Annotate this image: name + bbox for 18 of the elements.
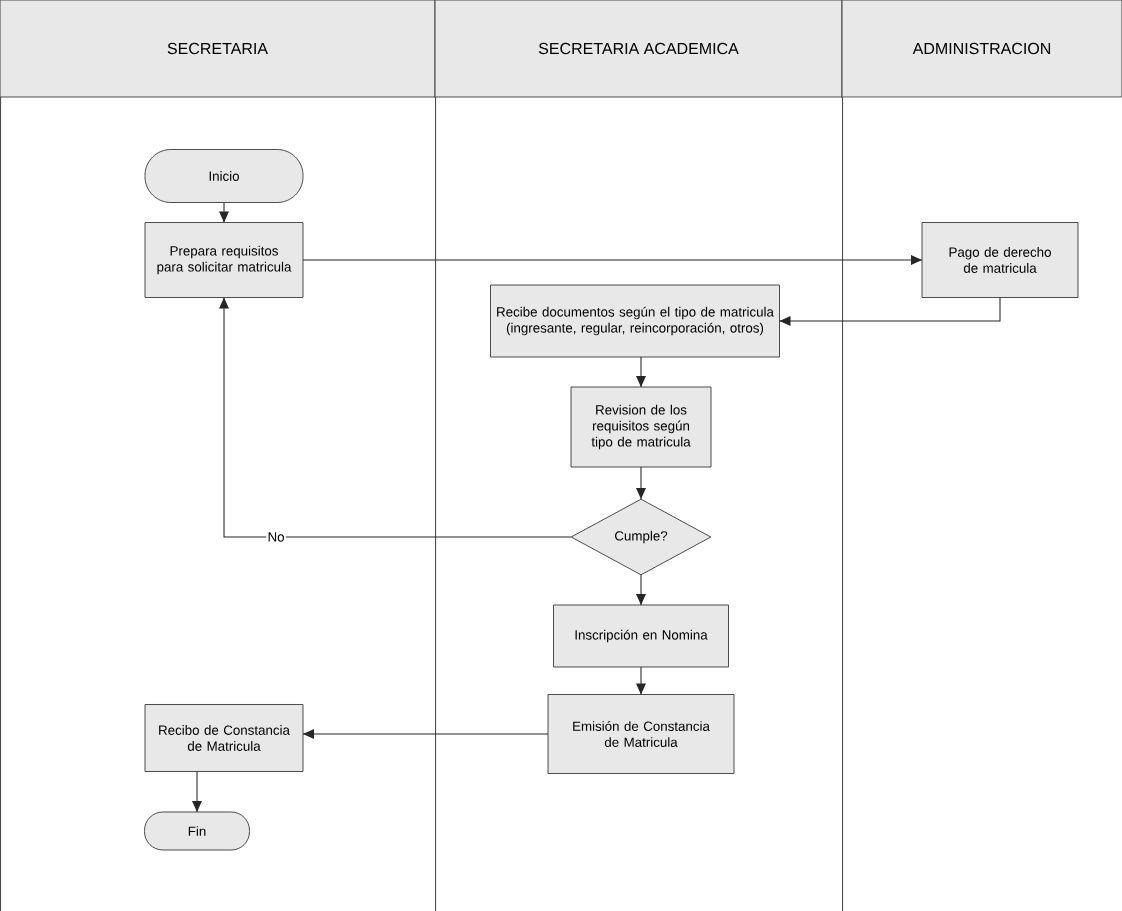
arrow <box>636 356 646 388</box>
arrow <box>219 296 572 538</box>
process-box: Revision de los requisitos según tipo de matricula <box>570 386 712 468</box>
edge-label: No <box>266 531 286 543</box>
arrow <box>778 296 1001 326</box>
arrow <box>636 466 646 500</box>
arrow <box>302 255 923 265</box>
process-box: Prepara requisitos para solicitar matricula <box>144 222 304 298</box>
arrow <box>219 201 229 224</box>
process-box: Inscripción en Nomina <box>553 604 729 668</box>
process-box: Recibo de Constancia de Matricula <box>144 704 304 772</box>
process-box: Pago de derecho de matricula <box>921 222 1079 298</box>
arrow <box>636 666 646 696</box>
process-box: Emisión de Constancia de Matricula <box>547 694 735 774</box>
process-box: Recibe documentos según el tipo de matricula (ingresante, regular, reincorporación, otros) <box>490 284 780 358</box>
arrow <box>636 574 646 606</box>
arrow <box>302 729 549 739</box>
arrow <box>192 770 202 813</box>
